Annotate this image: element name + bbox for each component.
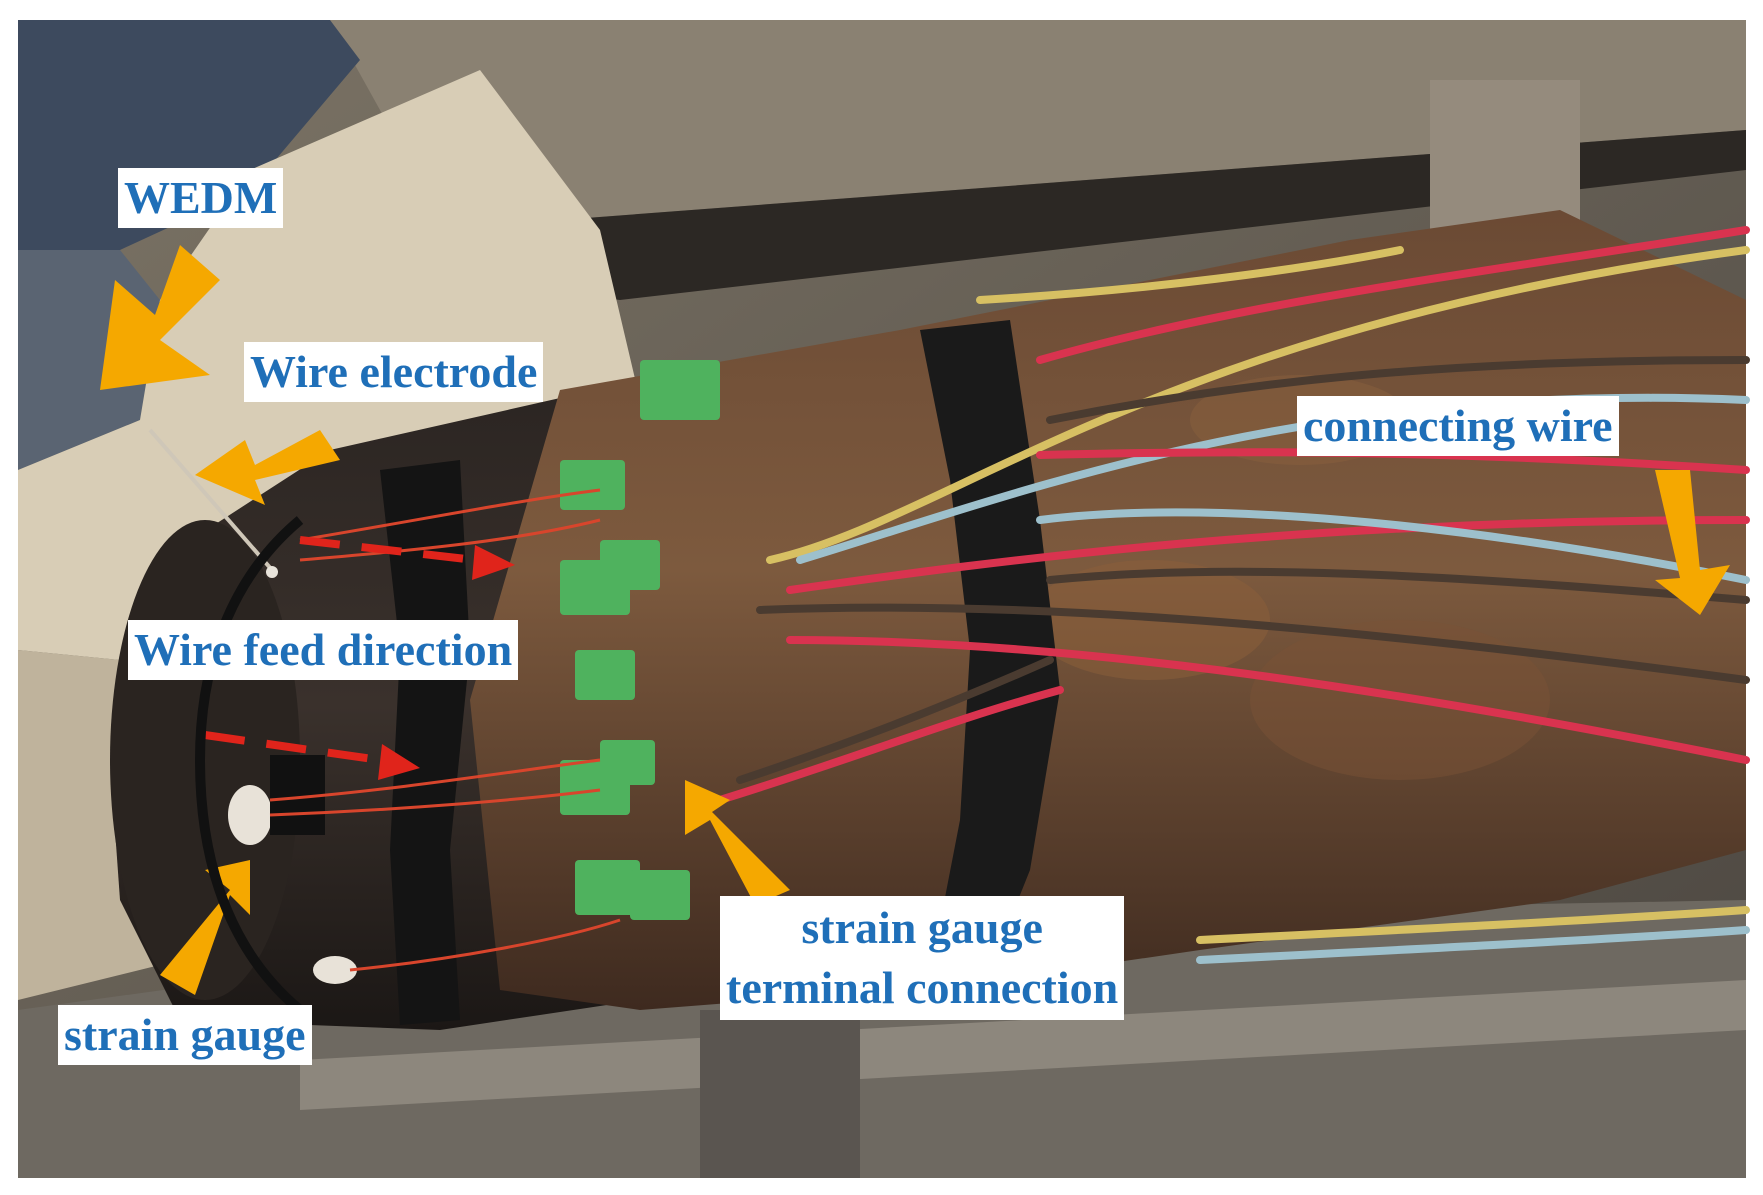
- feed-arrow: [204, 731, 420, 780]
- pipe-end-ring: [194, 516, 304, 1014]
- arrow-connecting-wire: [1655, 470, 1730, 615]
- green-tab: [575, 860, 640, 915]
- strain-gauge-patch: [228, 785, 272, 845]
- base-block: [700, 1010, 860, 1178]
- connecting-wires: [716, 226, 1750, 964]
- arrow-terminal: [685, 780, 790, 905]
- green-tab: [600, 540, 660, 590]
- label-wire-electrode: Wire electrode: [244, 342, 544, 402]
- green-tab: [640, 360, 720, 420]
- label-strain-gauge: strain gauge: [58, 1005, 312, 1065]
- photo: [18, 20, 1750, 1178]
- green-tab: [630, 870, 690, 920]
- machine-beam-top: [330, 20, 1746, 220]
- feed-arrow: [299, 536, 515, 580]
- label-wire-feed-direction: Wire feed direction: [128, 620, 519, 680]
- green-tab: [600, 740, 655, 785]
- electrode-tip: [266, 566, 278, 578]
- gauge-wires: [269, 488, 621, 972]
- arrow-electrode: [195, 430, 340, 505]
- label-connecting-wire: connecting wire: [1297, 396, 1619, 456]
- label-terminal-connection: strain gauge terminal connection: [720, 896, 1125, 1020]
- label-terminal-line1: strain gauge: [801, 902, 1043, 953]
- strain-gauge-patch: [313, 956, 357, 984]
- wire-electrode: [148, 428, 274, 572]
- label-terminal-line2: terminal connection: [726, 962, 1119, 1013]
- base-fixture-top: [300, 980, 1746, 1110]
- green-tab: [575, 650, 635, 700]
- tape-band: [380, 460, 470, 1025]
- arrow-strain-gauge: [160, 860, 250, 995]
- label-wedm: WEDM: [118, 168, 284, 228]
- terminal-tabs: [560, 360, 720, 920]
- annotation-arrows: [100, 245, 1730, 995]
- arrow-wedm: [100, 245, 220, 390]
- green-tab: [560, 460, 625, 510]
